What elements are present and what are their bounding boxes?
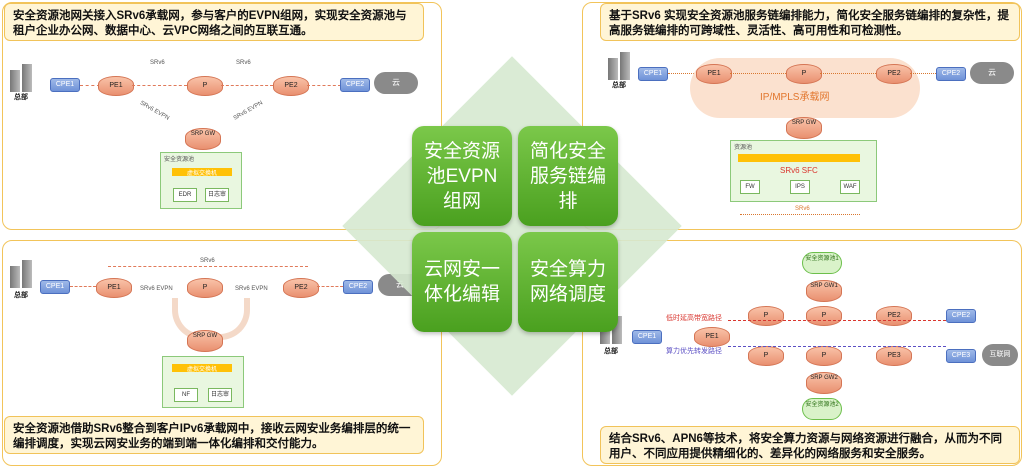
hq-label: 总部 <box>604 348 618 355</box>
pe3-node: PE3 <box>876 346 912 366</box>
hq-label: 总部 <box>612 82 626 89</box>
path-low-latency: 低时延高带宽路径 <box>666 315 722 322</box>
p-node: P <box>748 306 784 326</box>
link <box>668 73 696 74</box>
srv6-label: SRv6 <box>200 258 215 264</box>
link <box>820 73 876 74</box>
building-icon <box>10 266 20 288</box>
building-icon <box>600 322 610 344</box>
sfc-label: SRv6 SFC <box>780 166 818 175</box>
pe2-node: PE2 <box>273 76 309 96</box>
srp-gw-node: SRP GW <box>187 330 223 352</box>
span-line <box>740 214 860 215</box>
srv6-label: SRv6 <box>150 60 165 66</box>
cpe2-node: CPE2 <box>340 78 370 92</box>
security-pool-2-cloud: 安全资源池2 <box>802 398 842 420</box>
tile-sfc[interactable]: 简化安全服务链编排 <box>518 126 618 226</box>
tile-compute-label: 安全算力网络调度 <box>529 259 606 305</box>
evpn-label: SRv6 EVPN <box>235 286 268 292</box>
srv6-label: SRv6 <box>795 206 810 212</box>
log-audit-box: 日志审 <box>208 388 232 402</box>
tile-evpn[interactable]: 安全资源池EVPN组网 <box>412 126 512 226</box>
p-node: P <box>806 346 842 366</box>
link <box>108 266 308 267</box>
tile-cloud-label: 云网安一体化编辑 <box>423 259 500 305</box>
link <box>910 73 936 74</box>
pe2-node: PE2 <box>876 64 912 84</box>
cpe2-node: CPE2 <box>936 67 966 81</box>
tile-compute[interactable]: 安全算力网络调度 <box>518 232 618 332</box>
log-audit-box: 日志审 <box>205 188 229 202</box>
vswitch-bar: 虚拟交换机 <box>172 364 232 373</box>
path-compute-priority: 算力优先转发路径 <box>666 348 722 355</box>
cloud-icon: 云 <box>374 72 418 94</box>
srv6-label: SRv6 <box>236 60 251 66</box>
srp-gw-node: SRP GW <box>185 128 221 150</box>
cpe1-node: CPE1 <box>638 67 668 81</box>
building-icon <box>10 70 20 92</box>
pe1-node: PE1 <box>694 327 730 347</box>
callout-sfc: 基于SRv6 实现安全资源池服务链编排能力，简化安全服务链编排的复杂性，提高服务… <box>600 3 1020 41</box>
vswitch-bar: 虚拟交换机 <box>172 168 232 177</box>
building-icon <box>608 58 618 80</box>
link <box>80 85 100 86</box>
srp-gw1-node: SRP GW1 <box>806 280 842 302</box>
link <box>317 286 343 287</box>
p-node: P <box>187 76 223 96</box>
link <box>70 286 96 287</box>
hq-label: 总部 <box>14 292 28 299</box>
building-icon <box>22 64 32 92</box>
cpe2-node: CPE2 <box>946 309 976 323</box>
building-icon <box>22 260 32 288</box>
tile-evpn-label: 安全资源池EVPN组网 <box>423 140 500 212</box>
security-pool-1-cloud: 安全资源池1 <box>802 252 842 274</box>
cpe1-node: CPE1 <box>40 280 70 294</box>
building-icon <box>612 316 622 344</box>
callout-cloud-security: 安全资源池借助SRv6整合到客户IPv6承载网中，接收云网安业务编排层的统一编排… <box>4 416 424 454</box>
tile-cloud-security[interactable]: 云网安一体化编辑 <box>412 232 512 332</box>
cpe1-node: CPE1 <box>50 78 80 92</box>
cloud-icon: 云 <box>970 62 1014 84</box>
link <box>221 85 273 86</box>
sfc-bar <box>738 154 860 162</box>
pool-label: 资源池 <box>734 145 753 151</box>
internet-cloud-icon: 互联网 <box>982 344 1018 366</box>
building-icon <box>620 52 630 80</box>
cpe2-node: CPE2 <box>343 280 373 294</box>
pool-label: 安全资源池 <box>164 157 195 163</box>
vnf-ips-box: IPS <box>790 180 810 194</box>
edr-box: EDR <box>173 188 197 202</box>
ipmpls-label: IP/MPLS承载网 <box>760 92 830 103</box>
hq-label: 总部 <box>14 94 28 101</box>
link <box>730 73 786 74</box>
pe1-node: PE1 <box>696 64 732 84</box>
callout-compute: 结合SRv6、APN6等技术，将安全算力资源与网络资源进行融合，从而为不同用户、… <box>600 426 1020 464</box>
cpe1-node: CPE1 <box>632 330 662 344</box>
p-node: P <box>786 64 822 84</box>
pe1-node: PE1 <box>98 76 134 96</box>
link <box>132 85 187 86</box>
pe1-node: PE1 <box>96 278 132 298</box>
nf-box: NF <box>174 388 198 402</box>
vnf-waf-box: WAF <box>840 180 860 194</box>
callout-evpn: 安全资源池网关接入SRv6承载网，参与客户的EVPN组网，实现安全资源池与租户企… <box>4 3 424 41</box>
p-node: P <box>806 306 842 326</box>
cpe3-node: CPE3 <box>946 349 976 363</box>
pe2-node: PE2 <box>876 306 912 326</box>
tile-sfc-label: 简化安全服务链编排 <box>529 140 606 212</box>
purple-path <box>728 346 946 347</box>
p-node: P <box>748 346 784 366</box>
vnf-fw-box: FW <box>740 180 760 194</box>
pe2-node: PE2 <box>283 278 319 298</box>
p-node: P <box>187 278 223 298</box>
srp-gw-node: SRP GW <box>786 117 822 139</box>
link <box>307 85 341 86</box>
evpn-label: SRv6 EVPN <box>140 286 173 292</box>
srp-gw2-node: SRP GW2 <box>806 372 842 394</box>
red-path <box>728 320 946 321</box>
